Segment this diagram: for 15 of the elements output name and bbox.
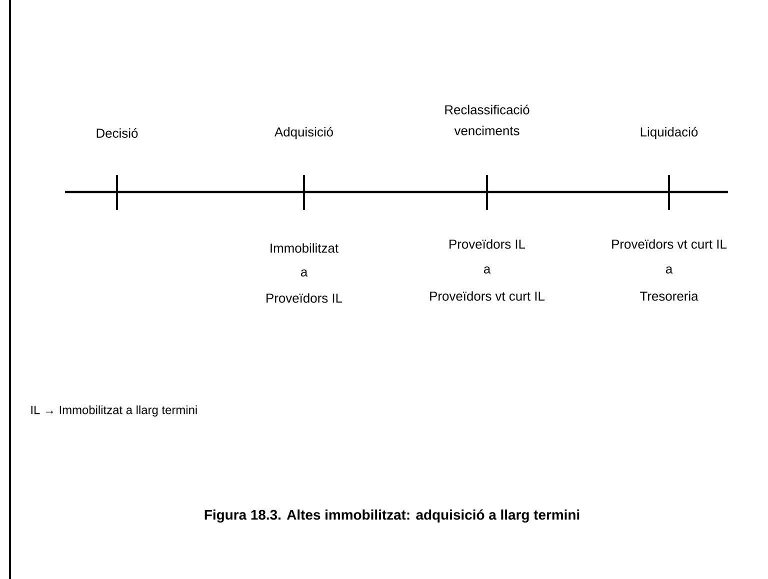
entry-text: Proveïdors vt curt IL [430, 291, 545, 301]
entry-text: Proveïdors vt curt IL [612, 239, 727, 249]
entry-text: Proveïdors IL [450, 239, 526, 249]
entry-text: Proveïdors IL [266, 293, 342, 303]
note-text: IL → Immobilitzat a llarg termini [31, 405, 197, 417]
stage-label: Liquidació [640, 126, 698, 140]
stage-label: Adquisició [274, 126, 333, 140]
entry-text: a [300, 269, 308, 277]
entry-text: a [484, 266, 491, 274]
caption: Figura 18.3. Altes immobilitzat: adquisició a llarg termini [204, 509, 580, 523]
entry-text: a [666, 266, 673, 274]
stage-label: Reclassificació venciments [445, 104, 530, 136]
entry-text: Immobilitzat [270, 243, 338, 253]
entry-text: Tresoreria [640, 291, 698, 301]
stage-label: Decisió [96, 128, 138, 138]
